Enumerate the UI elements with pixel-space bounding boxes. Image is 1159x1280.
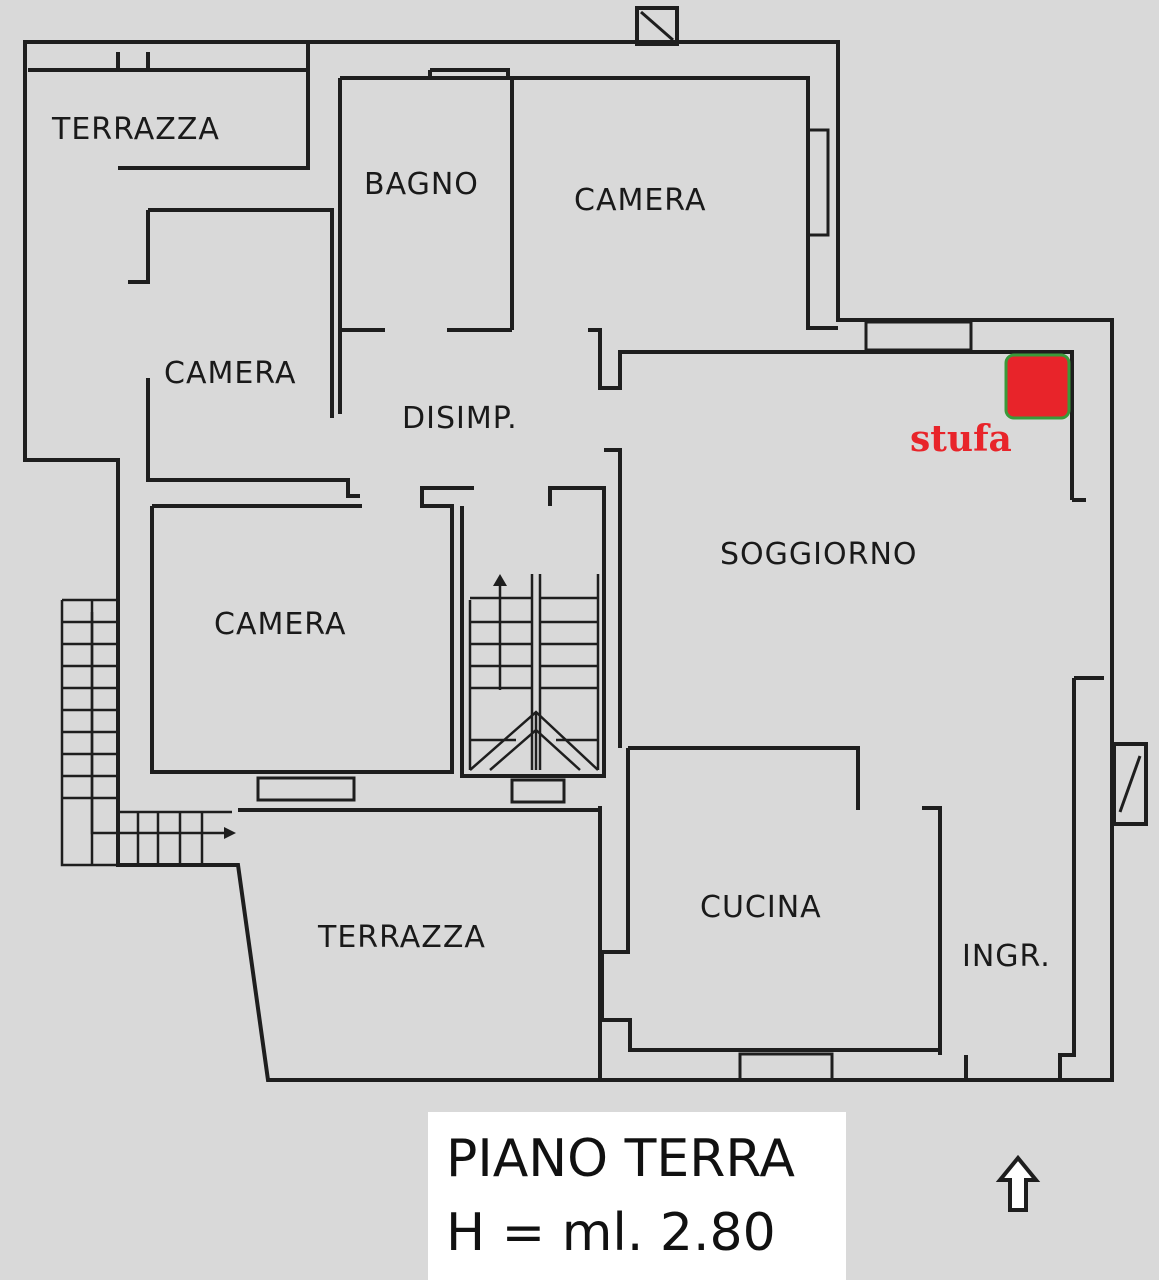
ceiling-height: H = ml. 2.80 bbox=[446, 1203, 776, 1263]
stairs-direction-arrow-icon bbox=[493, 574, 507, 690]
outer-walls bbox=[23, 6, 1114, 1082]
stove-label: stufa bbox=[910, 418, 1012, 460]
room-label-soggiorno: SOGGIORNO bbox=[720, 537, 918, 572]
room-label-terrazza-bottom: TERRAZZA bbox=[317, 920, 486, 955]
caption-box: PIANO TERRA H = ml. 2.80 bbox=[428, 1112, 846, 1280]
outdoor-stairs bbox=[60, 598, 238, 867]
outdoor-stairs-arrow-icon bbox=[90, 612, 236, 839]
room-label-terrazza-top: TERRAZZA bbox=[51, 112, 220, 147]
room-label-ingresso: INGR. bbox=[962, 939, 1051, 974]
inner-walls bbox=[128, 208, 1148, 1082]
room-label-bagno: BAGNO bbox=[364, 167, 479, 202]
interior-stairs bbox=[468, 574, 600, 771]
room-label-disimpegno: DISIMP. bbox=[402, 401, 518, 436]
room-label-camera-bottom: CAMERA bbox=[214, 607, 346, 642]
floor-name: PIANO TERRA bbox=[446, 1129, 795, 1189]
north-arrow-icon bbox=[995, 1154, 1041, 1212]
room-label-cucina: CUCINA bbox=[700, 890, 822, 925]
room-label-camera-left: CAMERA bbox=[164, 356, 296, 391]
stove-marker bbox=[1004, 353, 1071, 420]
room-label-camera-top: CAMERA bbox=[574, 183, 706, 218]
